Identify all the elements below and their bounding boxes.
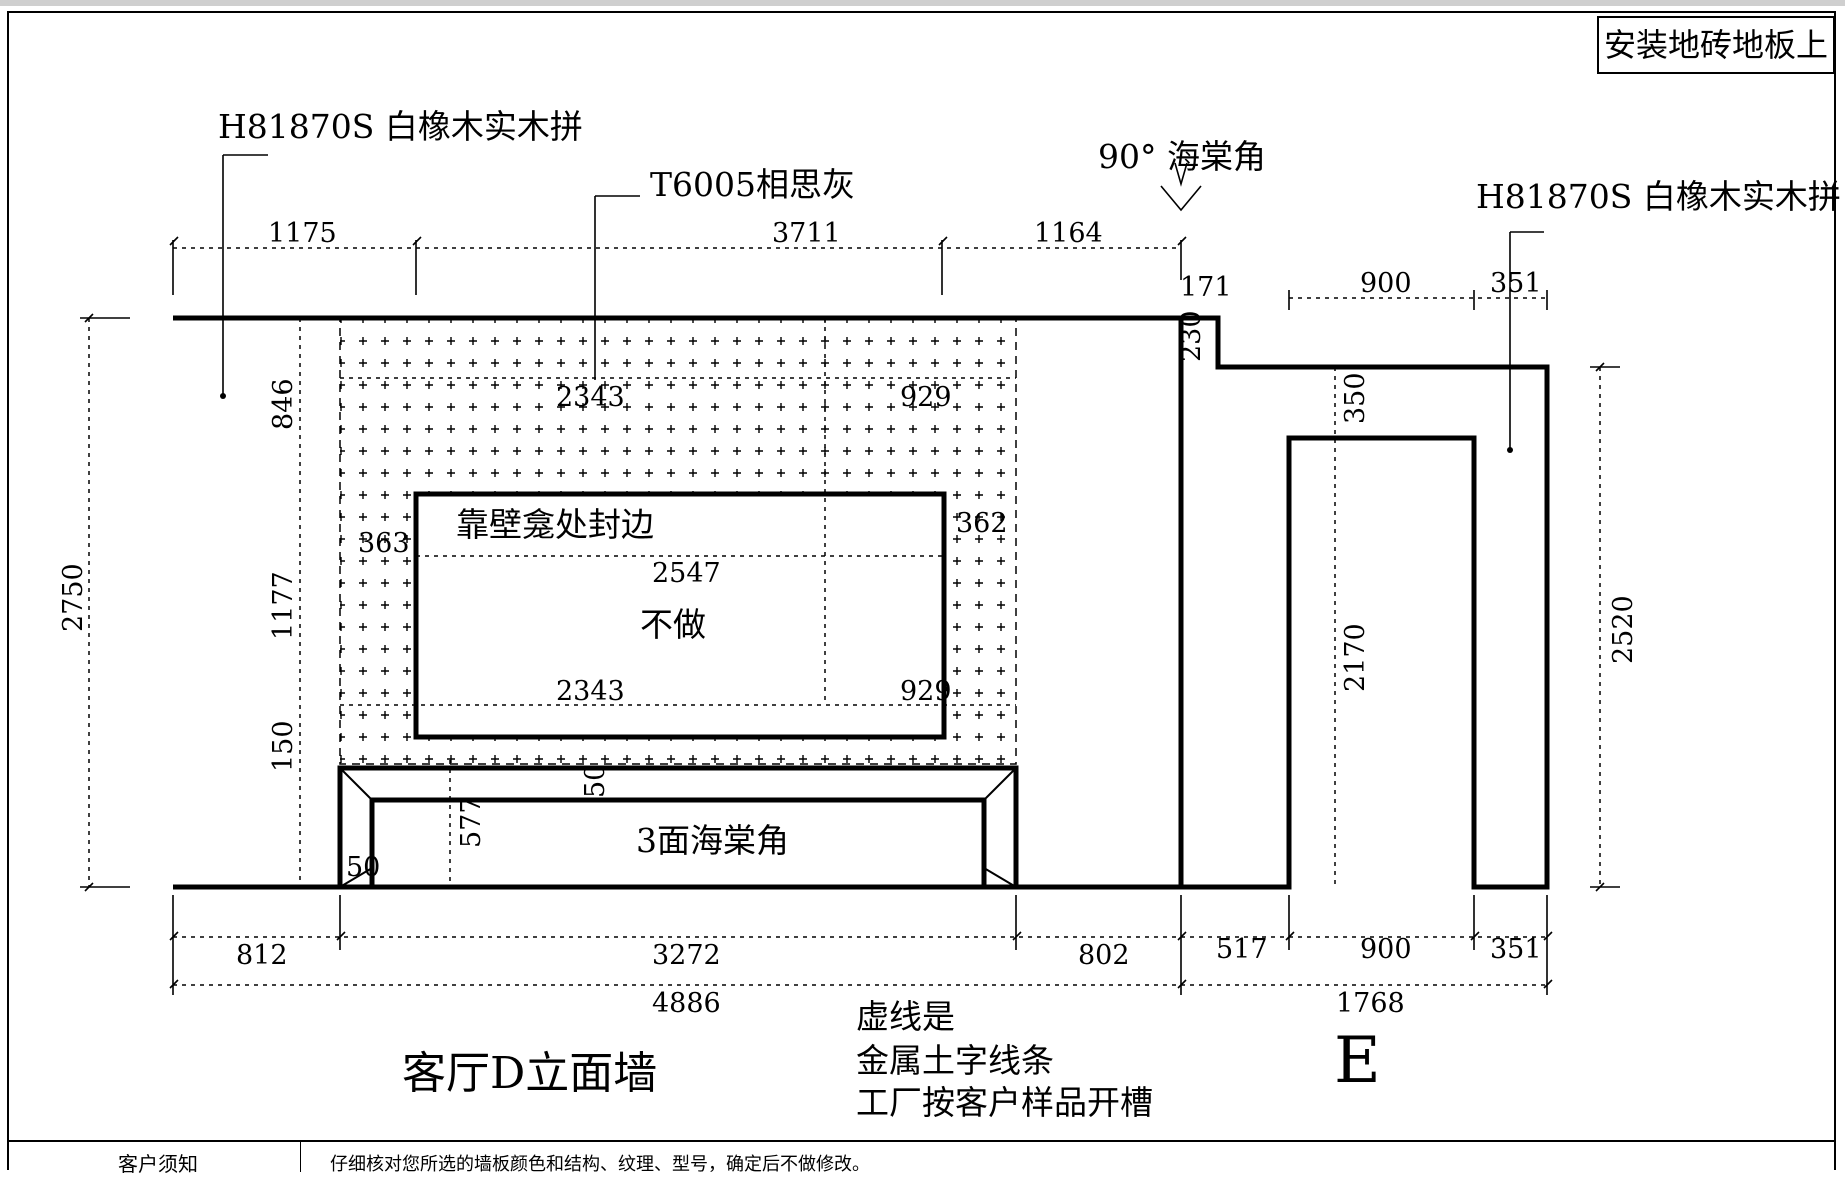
dim-bot-517: 517 (1216, 934, 1268, 965)
label-material-right: H81870S 白橡木实木拼 (1476, 177, 1841, 216)
dim-total-4886: 4886 (652, 988, 721, 1019)
dim-side-50-a: 50 (580, 764, 611, 798)
dim-h-846: 846 (268, 378, 299, 430)
label-niche-not-done: 不做 (640, 605, 706, 644)
label-material-center: T6005相思灰 (650, 165, 855, 204)
leader-dot-right (1507, 447, 1513, 453)
drawing-title: 客厅D立面墙 (402, 1048, 657, 1099)
dim-bot-351: 351 (1490, 934, 1542, 965)
dim-w-2547: 2547 (652, 558, 721, 589)
footer-note: 仔细核对您所选的墙板颜色和结构、纹理、型号，确定后不做修改。 (330, 1154, 870, 1175)
dim-top-1164: 1164 (1034, 218, 1103, 249)
dim-h-2520: 2520 (1608, 595, 1639, 664)
dim-side-362: 362 (956, 508, 1008, 539)
dim-h-2170: 2170 (1340, 623, 1371, 692)
note-line-1: 虚线是 (856, 997, 955, 1036)
reference-lines (88, 247, 1601, 986)
dim-side-363: 363 (358, 528, 410, 559)
niche-opening (413, 491, 947, 740)
dim-bot-802: 802 (1078, 940, 1130, 971)
dim-w-2343-bottom: 2343 (556, 676, 625, 707)
dim-bot-812: 812 (236, 940, 288, 971)
label-material-left: H81870S 白橡木实木拼 (218, 107, 583, 146)
dim-top-3711: 3711 (772, 218, 841, 249)
dim-h-1177: 1177 (268, 571, 299, 640)
dim-h-150: 150 (268, 720, 299, 772)
dim-top-351: 351 (1490, 268, 1542, 299)
dim-top-1175: 1175 (268, 218, 337, 249)
dim-w-929-bottom: 929 (900, 676, 952, 707)
dim-side-50-b: 50 (346, 852, 380, 883)
dim-h-2750: 2750 (58, 563, 89, 632)
dim-bot-900: 900 (1360, 934, 1412, 965)
dim-top-171: 171 (1180, 272, 1232, 303)
dim-w-929-top: 929 (900, 382, 952, 413)
note-line-3: 工厂按客户样品开槽 (856, 1083, 1153, 1122)
wall-outline (173, 315, 1550, 890)
dim-total-1768: 1768 (1336, 988, 1405, 1019)
label-niche-edge: 靠壁龛处封边 (456, 505, 654, 544)
label-corner-90: 90° 海棠角 (1098, 137, 1266, 176)
footer-divider (300, 1142, 301, 1172)
dim-step-230: 230 (1176, 310, 1207, 362)
note-line-2: 金属土字线条 (856, 1041, 1054, 1080)
dim-h-350: 350 (1340, 372, 1371, 424)
bench-outline (337, 765, 1019, 888)
footer-label: 客户须知 (118, 1152, 198, 1176)
label-bench-corner: 3面海棠角 (636, 821, 789, 860)
dim-w-2343-top: 2343 (556, 382, 625, 413)
dim-top-900: 900 (1360, 268, 1412, 299)
window-top-bar (0, 0, 1845, 6)
section-letter: E (1334, 1024, 1381, 1098)
install-note-stamp: 安装地砖地板上 (1597, 16, 1835, 74)
dim-bot-3272: 3272 (652, 940, 721, 971)
footer-notice: 客户须知 仔细核对您所选的墙板颜色和结构、纹理、型号，确定后不做修改。 (8, 1140, 1835, 1176)
dimension-ticks (80, 154, 1620, 995)
dim-h-577: 577 (456, 796, 487, 848)
leader-dot-left (220, 393, 226, 399)
sheet-border (7, 11, 1836, 1170)
